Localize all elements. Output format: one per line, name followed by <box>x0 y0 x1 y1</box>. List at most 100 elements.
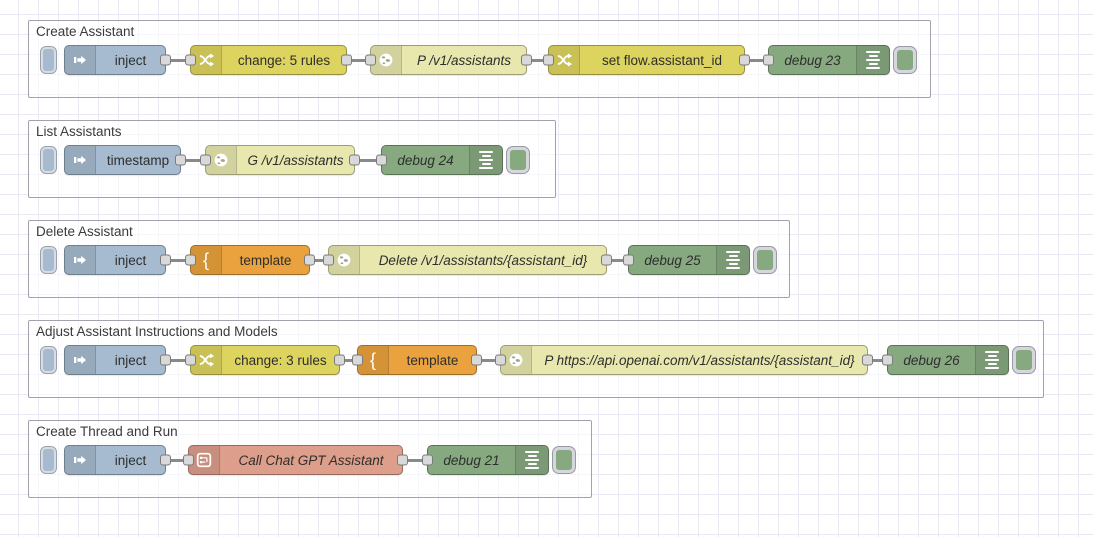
debug-toggle-button[interactable] <box>894 47 916 73</box>
input-port[interactable] <box>200 154 211 166</box>
subflow-node-call-chat-gpt-assistant[interactable]: Call Chat GPT Assistant <box>183 445 408 475</box>
output-port[interactable] <box>175 154 186 166</box>
subflow-icon <box>189 446 220 474</box>
output-port[interactable] <box>160 254 171 266</box>
output-port[interactable] <box>739 54 750 66</box>
wire[interactable] <box>745 58 768 62</box>
node-label: inject <box>114 52 147 68</box>
group-label: Create Thread and Run <box>36 424 178 439</box>
inject-arrow-icon <box>65 46 96 74</box>
inject-trigger-button[interactable] <box>41 47 56 73</box>
http-node-p-https-api-openai-com-v1-assistants-assistant-id[interactable]: P https://api.openai.com/v1/assistants/{… <box>495 345 873 375</box>
wire[interactable] <box>527 58 548 62</box>
input-port[interactable] <box>185 254 196 266</box>
node-label: inject <box>114 252 147 268</box>
output-port[interactable] <box>160 54 171 66</box>
wire[interactable] <box>166 458 188 462</box>
wire[interactable] <box>607 258 628 262</box>
globe-icon <box>329 246 360 274</box>
inject-node-inject[interactable]: inject <box>64 345 171 375</box>
input-port[interactable] <box>623 254 634 266</box>
http-node-p-v1-assistants[interactable]: P /v1/assistants <box>365 45 532 75</box>
input-port[interactable] <box>763 54 774 66</box>
wire[interactable] <box>355 158 381 162</box>
group-label: List Assistants <box>36 124 122 139</box>
node-label: P https://api.openai.com/v1/assistants/{… <box>544 352 855 368</box>
node-label: change: 5 rules <box>237 52 331 68</box>
output-port[interactable] <box>862 354 873 366</box>
output-port[interactable] <box>471 354 482 366</box>
template-node-template[interactable]: { template <box>352 345 482 375</box>
output-port[interactable] <box>349 154 360 166</box>
change-node-change-5-rules[interactable]: change: 5 rules <box>185 45 352 75</box>
input-port[interactable] <box>185 354 196 366</box>
inject-trigger-button[interactable] <box>41 147 56 173</box>
debug-toggle-button[interactable] <box>1013 347 1035 373</box>
wire[interactable] <box>403 458 427 462</box>
curly-brace-icon: { <box>191 246 222 274</box>
wire[interactable] <box>340 358 357 362</box>
inject-trigger-button[interactable] <box>41 347 56 373</box>
shuffle-icon <box>549 46 580 74</box>
globe-icon <box>501 346 532 374</box>
output-port[interactable] <box>601 254 612 266</box>
list-lines-icon <box>716 246 749 274</box>
output-port[interactable] <box>160 454 171 466</box>
input-port[interactable] <box>376 154 387 166</box>
inject-node-timestamp[interactable]: timestamp <box>64 145 186 175</box>
input-port[interactable] <box>365 54 376 66</box>
list-lines-icon <box>515 446 548 474</box>
curly-brace-icon: { <box>358 346 389 374</box>
inject-node-inject[interactable]: inject <box>64 245 171 275</box>
input-port[interactable] <box>185 54 196 66</box>
change-node-set-flow-assistant-id[interactable]: set flow.assistant_id <box>543 45 750 75</box>
wire[interactable] <box>347 58 370 62</box>
input-port[interactable] <box>495 354 506 366</box>
group-label: Create Assistant <box>36 24 135 39</box>
wire[interactable] <box>868 358 887 362</box>
input-port[interactable] <box>352 354 363 366</box>
debug-toggle-button[interactable] <box>754 247 776 273</box>
input-port[interactable] <box>543 54 554 66</box>
change-node-change-3-rules[interactable]: change: 3 rules <box>185 345 345 375</box>
input-port[interactable] <box>422 454 433 466</box>
input-port[interactable] <box>323 254 334 266</box>
debug-toggle-button[interactable] <box>507 147 529 173</box>
inject-trigger-button[interactable] <box>41 447 56 473</box>
output-port[interactable] <box>334 354 345 366</box>
node-label: G /v1/assistants <box>247 152 344 168</box>
debug-node-debug-26[interactable]: debug 26 <box>882 345 1009 375</box>
globe-icon <box>371 46 402 74</box>
debug-node-debug-21[interactable]: debug 21 <box>422 445 549 475</box>
wire[interactable] <box>310 258 328 262</box>
http-node-g-v1-assistants[interactable]: G /v1/assistants <box>200 145 360 175</box>
debug-node-debug-25[interactable]: debug 25 <box>623 245 750 275</box>
wire[interactable] <box>181 158 205 162</box>
output-port[interactable] <box>521 54 532 66</box>
output-port[interactable] <box>304 254 315 266</box>
wire[interactable] <box>166 58 190 62</box>
node-label: P /v1/assistants <box>416 52 512 68</box>
output-port[interactable] <box>160 354 171 366</box>
http-node-delete-v1-assistants-assistant-id[interactable]: Delete /v1/assistants/{assistant_id} <box>323 245 612 275</box>
list-lines-icon <box>975 346 1008 374</box>
shuffle-icon <box>191 46 222 74</box>
output-port[interactable] <box>397 454 408 466</box>
input-port[interactable] <box>183 454 194 466</box>
debug-node-debug-23[interactable]: debug 23 <box>763 45 890 75</box>
inject-node-inject[interactable]: inject <box>64 445 171 475</box>
input-port[interactable] <box>882 354 893 366</box>
inject-node-inject[interactable]: inject <box>64 45 171 75</box>
inject-trigger-button[interactable] <box>41 247 56 273</box>
wire[interactable] <box>166 258 190 262</box>
node-label: template <box>406 352 459 368</box>
debug-toggle-button[interactable] <box>553 447 575 473</box>
inject-arrow-icon <box>65 446 96 474</box>
output-port[interactable] <box>341 54 352 66</box>
wire[interactable] <box>477 358 500 362</box>
wire[interactable] <box>166 358 190 362</box>
debug-node-debug-24[interactable]: debug 24 <box>376 145 503 175</box>
template-node-template[interactable]: {template <box>185 245 315 275</box>
node-label: inject <box>114 352 147 368</box>
